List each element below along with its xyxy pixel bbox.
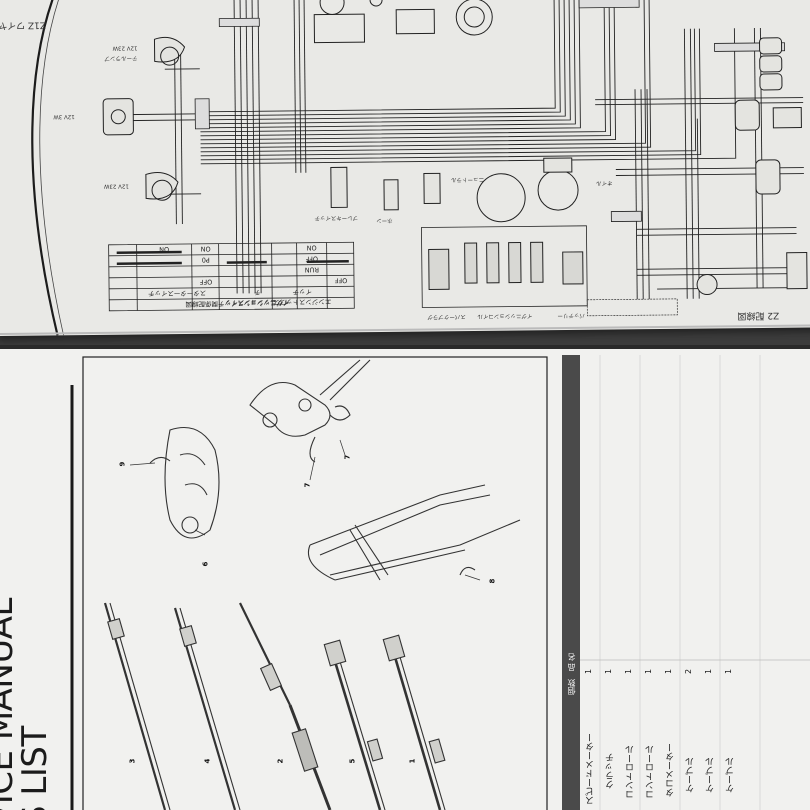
exploded-parts-illustration <box>0 345 810 810</box>
callout-number: 7 <box>343 454 352 460</box>
switch-table-col-3: スタータースイッチ <box>147 288 207 298</box>
battery-label: バッテリー <box>557 311 585 319</box>
parts-row-qty: 2 <box>684 668 694 675</box>
wiring-diagram <box>0 0 810 336</box>
parts-row-qty: 1 <box>724 668 734 675</box>
parts-row-qty: 1 <box>604 668 614 675</box>
header-code: Z1Z ワイヤ <box>0 19 47 30</box>
switch-cell: P0 <box>201 255 210 264</box>
parts-row-qty: 1 <box>584 668 594 675</box>
lamp-left-bottom-label: 12V 23W <box>103 182 129 189</box>
callout-number: 8 <box>488 578 497 584</box>
parts-list-page: VICE MANUAL S LIST 9 6 7 7 8 3 4 2 5 1 品… <box>0 345 810 810</box>
parts-row-qty: 1 <box>624 668 634 675</box>
horn-label: ホーン <box>376 216 393 224</box>
parts-row-name: コントロール <box>626 745 636 799</box>
oil-label: オイル <box>595 179 613 186</box>
parts-row-name: ケーブル <box>706 757 716 793</box>
parts-row-name: ケーブル <box>686 757 696 793</box>
switch-cell: OFF <box>199 277 213 286</box>
callout-number: 9 <box>118 461 127 467</box>
callout-number: 2 <box>276 758 285 764</box>
lamp-left-top-label: 12V 23W <box>112 44 138 51</box>
switch-cell: RUN <box>304 265 320 274</box>
switch-cell: ON <box>306 243 317 252</box>
neutral-label: ニュートラル <box>450 175 484 183</box>
wiring-diagram-page: Z1Z ワイヤ Z2 配線図 12V 23W 12V 3W 12V 23W テー… <box>0 0 810 336</box>
callout-number: 1 <box>408 758 417 764</box>
switch-cell: ON <box>159 245 170 254</box>
table-header-qty: 個数 <box>567 679 576 695</box>
brake-label: ブレーキスイッチ <box>314 214 359 221</box>
page-label: Z2 配線図 <box>737 309 780 321</box>
switch-cell: ON <box>200 244 211 253</box>
spark-plug-label: スパークプラグ <box>427 313 466 320</box>
callout-number: 6 <box>201 561 210 567</box>
callout-number: 3 <box>128 758 137 764</box>
manual-cover-title: VICE MANUAL S LIST <box>0 387 55 810</box>
parts-row-name: タコメーター <box>666 743 676 797</box>
switch-cell: OFF <box>305 254 319 263</box>
callout-number: 5 <box>348 758 357 764</box>
parts-row-qty: 1 <box>664 668 674 675</box>
callout-number: 7 <box>303 482 312 488</box>
switch-table-col-2: エンジンストップスイッチ <box>272 287 332 307</box>
parts-row-name: クラッチ <box>606 753 616 789</box>
parts-row-qty: 1 <box>644 668 654 675</box>
lamp-left-mid-label: 12V 3W <box>53 113 75 120</box>
callout-number: 4 <box>203 758 212 764</box>
parts-row-name: スピードメーター <box>586 733 596 805</box>
cover-title-line-2: S LIST <box>15 726 55 810</box>
table-header-name: 品 名 <box>567 653 576 672</box>
parts-row-qty: 1 <box>704 668 714 675</box>
switch-cell: OFF <box>334 276 348 285</box>
tail-label: テールランプ <box>104 54 138 61</box>
parts-row-name: コントロール <box>646 745 656 799</box>
parts-row-name: ケーブル <box>726 757 736 793</box>
ignition-coil-label: イグニッションコイル <box>477 312 533 319</box>
